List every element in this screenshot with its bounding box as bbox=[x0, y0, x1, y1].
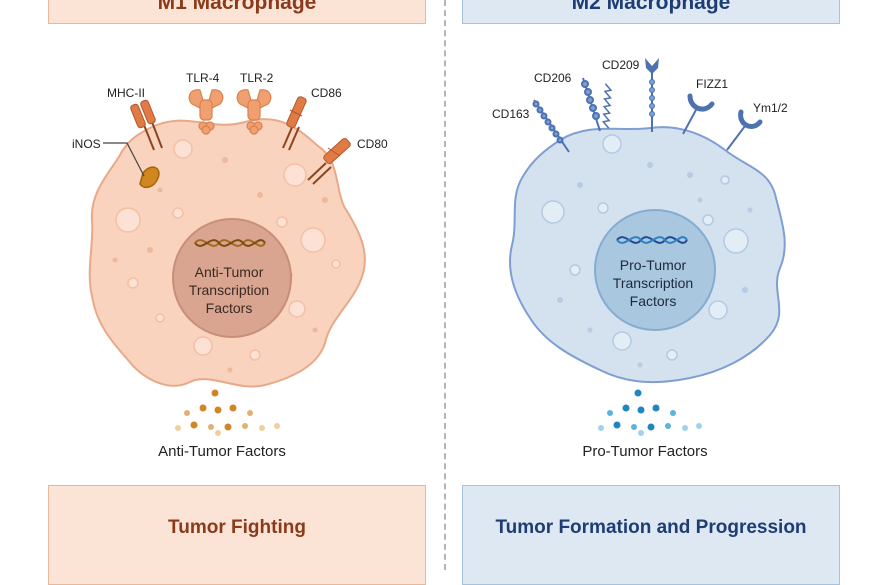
mhc2-receptor-icon bbox=[130, 99, 163, 151]
m2-nucleus-line-1: Pro-Tumor bbox=[620, 257, 687, 273]
inos-icon bbox=[139, 166, 160, 189]
mhc2-label: MHC-II bbox=[107, 86, 145, 100]
fizz1-receptor-icon bbox=[682, 93, 715, 135]
m2-outcome-box: Tumor Formation and Progression bbox=[462, 485, 840, 585]
cd163-label: CD163 bbox=[492, 107, 530, 121]
m1-title: M1 Macrophage bbox=[157, 0, 317, 14]
cd163-receptor-icon bbox=[532, 99, 570, 153]
m1-dna-icon bbox=[194, 239, 266, 247]
ym12-receptor-icon bbox=[726, 109, 763, 151]
m2-factors-label: Pro-Tumor Factors bbox=[582, 443, 708, 460]
m2-title: M2 Macrophage bbox=[571, 0, 731, 14]
m2-title-box: M2 Macrophage bbox=[462, 0, 840, 24]
m2-granules bbox=[557, 162, 753, 368]
cd209-label: CD209 bbox=[602, 58, 640, 72]
m1-cell: Anti-Tumor Transcription Factors iNOS MH… bbox=[72, 58, 788, 436]
cd80-receptor-icon bbox=[307, 137, 351, 185]
m1-factor-dots bbox=[175, 389, 280, 436]
center-divider bbox=[444, 0, 446, 570]
m1-factors-label: Anti-Tumor Factors bbox=[158, 443, 286, 460]
m1-title-box: M1 Macrophage bbox=[48, 0, 426, 24]
m1-vesicles bbox=[115, 139, 341, 361]
cd86-receptor-icon bbox=[282, 96, 307, 151]
m2-nucleus bbox=[594, 209, 716, 331]
m2-vesicles bbox=[541, 134, 749, 361]
m1-outcome-box: Tumor Fighting bbox=[48, 485, 426, 585]
m1-outcome: Tumor Fighting bbox=[168, 517, 306, 538]
inos-label: iNOS bbox=[72, 137, 101, 151]
m2-nucleus-line-3: Factors bbox=[630, 293, 677, 309]
cd206-receptor-icon bbox=[581, 77, 613, 132]
m1-nucleus bbox=[172, 218, 292, 338]
cd86-label: CD86 bbox=[311, 86, 342, 100]
tlr4-label: TLR-4 bbox=[186, 71, 220, 85]
tlr4-receptor-icon bbox=[188, 89, 224, 135]
tlr2-label: TLR-2 bbox=[240, 71, 274, 85]
m2-dna-icon bbox=[616, 236, 688, 244]
cd206-label: CD206 bbox=[534, 71, 572, 85]
m2-factor-dots bbox=[598, 389, 702, 436]
inos-leader-line bbox=[103, 142, 145, 177]
m1-nucleus-line-2: Transcription bbox=[189, 282, 269, 298]
m2-outcome: Tumor Formation and Progression bbox=[495, 517, 807, 538]
cd80-label: CD80 bbox=[357, 137, 388, 151]
ym12-label: Ym1/2 bbox=[753, 101, 788, 115]
cd209-receptor-icon bbox=[645, 58, 659, 132]
fizz1-label: FIZZ1 bbox=[696, 77, 728, 91]
diagram-canvas: Anti-Tumor Transcription Factors iNOS MH… bbox=[72, 58, 788, 436]
tlr2-receptor-icon bbox=[236, 89, 272, 135]
m1-nucleus-line-3: Factors bbox=[206, 300, 253, 316]
m2-nucleus-line-2: Transcription bbox=[613, 275, 693, 291]
m1-nucleus-line-1: Anti-Tumor bbox=[195, 264, 264, 280]
